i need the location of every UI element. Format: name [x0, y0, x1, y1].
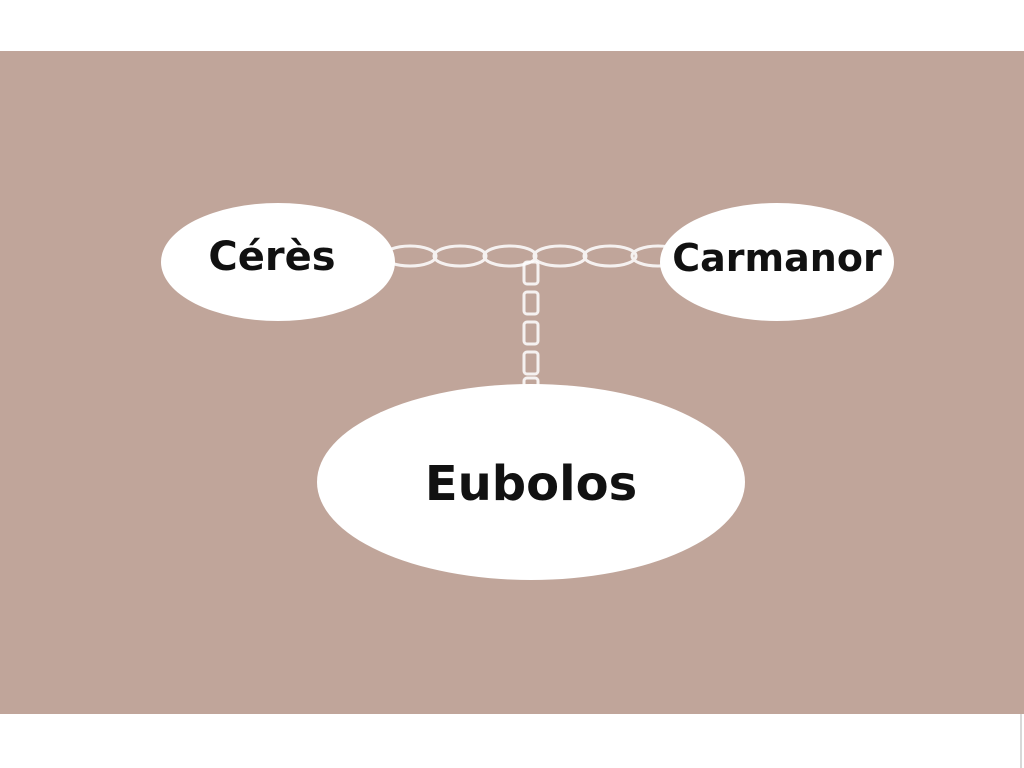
node-eubolos[interactable]: Eubolos	[317, 384, 745, 580]
diagram-background	[0, 51, 1024, 714]
node-eubolos-ellipse	[317, 384, 745, 580]
node-eubolos-label: Eubolos	[425, 456, 637, 512]
node-ceres[interactable]: Cérès	[161, 203, 395, 321]
node-carmanor-label: Carmanor	[672, 236, 882, 280]
marriage-chain-link	[382, 244, 686, 268]
node-carmanor-ellipse	[660, 203, 894, 321]
node-ceres-ellipse	[161, 203, 395, 321]
edge-divider	[1020, 714, 1022, 768]
node-ceres-label: Cérès	[208, 234, 335, 280]
node-carmanor[interactable]: Carmanor	[660, 203, 894, 321]
descent-chain-link	[522, 260, 540, 390]
